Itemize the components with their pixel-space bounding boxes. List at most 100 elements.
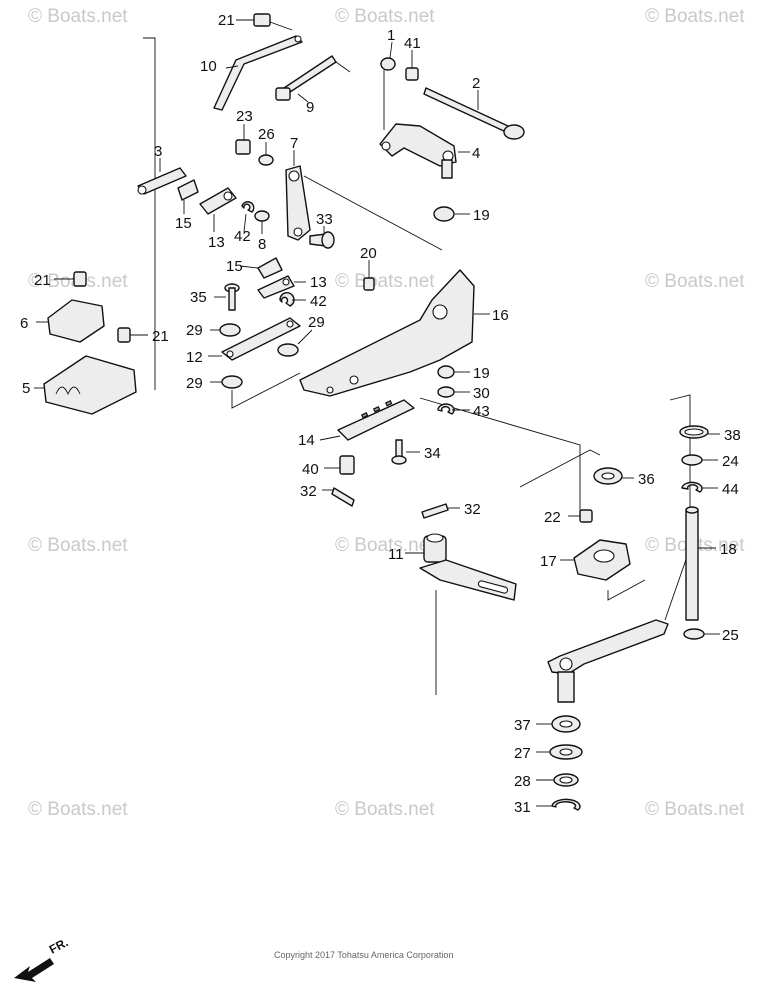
copyright-text: Copyright 2017 Tohatsu America Corporati… [274, 950, 453, 960]
callout-41: 41 [404, 35, 421, 52]
bracket-left-upper [143, 37, 156, 390]
part-29-washer-a [210, 323, 241, 337]
callout-29: 29 [186, 322, 203, 339]
part-27-washer [536, 744, 583, 760]
callout-21: 21 [152, 328, 169, 345]
part-41-nut [405, 50, 419, 81]
callout-11: 11 [388, 546, 404, 563]
part-19-bushing-lower [437, 365, 470, 379]
callout-42: 42 [234, 228, 251, 245]
bracket-link [231, 372, 301, 409]
callout-23: 23 [236, 108, 253, 125]
callout-14: 14 [298, 432, 315, 449]
part-34-bolt [391, 439, 420, 465]
part-1-balljoint [380, 41, 396, 130]
callout-30: 30 [473, 385, 490, 402]
part-37-seal [536, 715, 581, 733]
part-19-bushing-upper [433, 206, 470, 222]
watermark: © Boats.net [645, 6, 745, 27]
callout-35: 35 [190, 289, 207, 306]
part-28-washer [536, 773, 579, 787]
part-7-lever [285, 150, 443, 251]
group-brackets [143, 37, 691, 695]
callout-labels: 21 10 9 1 41 2 4 19 3 23 26 7 15 13 42 8… [20, 12, 741, 816]
part-18-shaft [547, 506, 716, 703]
callout-10: 10 [200, 58, 217, 75]
callout-1: 1 [387, 27, 395, 44]
callout-8: 8 [258, 236, 266, 253]
part-24-washer [681, 454, 718, 466]
part-9-link-rod [275, 55, 351, 103]
part-30-washer [437, 386, 470, 398]
watermark: © Boats.net [645, 799, 745, 820]
callout-32: 32 [300, 483, 317, 500]
part-21-bolt-top [236, 13, 293, 31]
callout-21: 21 [218, 12, 235, 29]
part-11-arm [405, 533, 517, 601]
callout-15: 15 [226, 258, 243, 275]
callout-26: 26 [258, 126, 275, 143]
watermark: © Boats.net [335, 6, 435, 27]
callout-9: 9 [306, 99, 314, 116]
part-4-lever [379, 123, 470, 179]
part-44-clip [681, 481, 718, 493]
part-42-clip-lower [279, 292, 306, 307]
part-43-clip [437, 403, 470, 415]
part-15-clip-lower [239, 257, 283, 279]
callout-16: 16 [492, 307, 509, 324]
watermark: © Boats.net [645, 271, 745, 292]
callout-19: 19 [473, 207, 490, 224]
callout-18: 18 [720, 541, 737, 558]
callout-5: 5 [22, 380, 30, 397]
callout-3: 3 [154, 143, 162, 160]
callout-37: 37 [514, 717, 531, 734]
part-17-holder [560, 539, 631, 581]
part-32-clip-right [421, 503, 460, 519]
part-12-link-plate [208, 317, 301, 361]
callout-15: 15 [175, 215, 192, 232]
part-14-plate [319, 399, 415, 441]
watermark: © Boats.net [28, 535, 128, 556]
part-36-bushing [593, 467, 634, 485]
callout-31: 31 [514, 799, 531, 816]
callout-17: 17 [540, 553, 557, 570]
watermark: © Boats.net [28, 6, 128, 27]
callout-27: 27 [514, 745, 531, 762]
part-5-holder [34, 355, 137, 415]
part-3-rod-end [137, 158, 187, 195]
callout-28: 28 [514, 773, 531, 790]
callout-25: 25 [722, 627, 739, 644]
part-29-washer-b [277, 329, 313, 357]
callout-29: 29 [308, 314, 325, 331]
part-32-clip-left [322, 487, 355, 507]
watermark: © Boats.net [335, 799, 435, 820]
part-13-joint-upper [199, 187, 237, 232]
callout-6: 6 [20, 315, 28, 332]
callout-38: 38 [724, 427, 741, 444]
part-38-ring [679, 425, 720, 439]
callout-2: 2 [472, 75, 480, 92]
callout-43: 43 [473, 403, 490, 420]
callout-22: 22 [544, 509, 561, 526]
callout-19: 19 [473, 365, 490, 382]
bracket-plate [419, 397, 581, 520]
part-25-washer [683, 628, 720, 640]
callout-13: 13 [310, 274, 327, 291]
part-16-bracket [299, 269, 490, 397]
callout-4: 4 [472, 145, 480, 162]
part-31-clip [536, 798, 581, 811]
callout-36: 36 [638, 471, 655, 488]
part-29-washer-c [210, 375, 243, 389]
arrow-icon [14, 958, 54, 982]
part-33-pin [309, 226, 335, 249]
watermark: © Boats.net [28, 799, 128, 820]
bracket-shaft [664, 394, 691, 621]
bracket-holder [607, 579, 646, 601]
part-22-bolt [568, 509, 593, 523]
part-15-clip-upper [177, 179, 199, 214]
part-23-screw [235, 124, 251, 155]
part-20-screw [363, 260, 375, 291]
part-26-washer [258, 142, 274, 166]
callout-12: 12 [186, 349, 203, 366]
